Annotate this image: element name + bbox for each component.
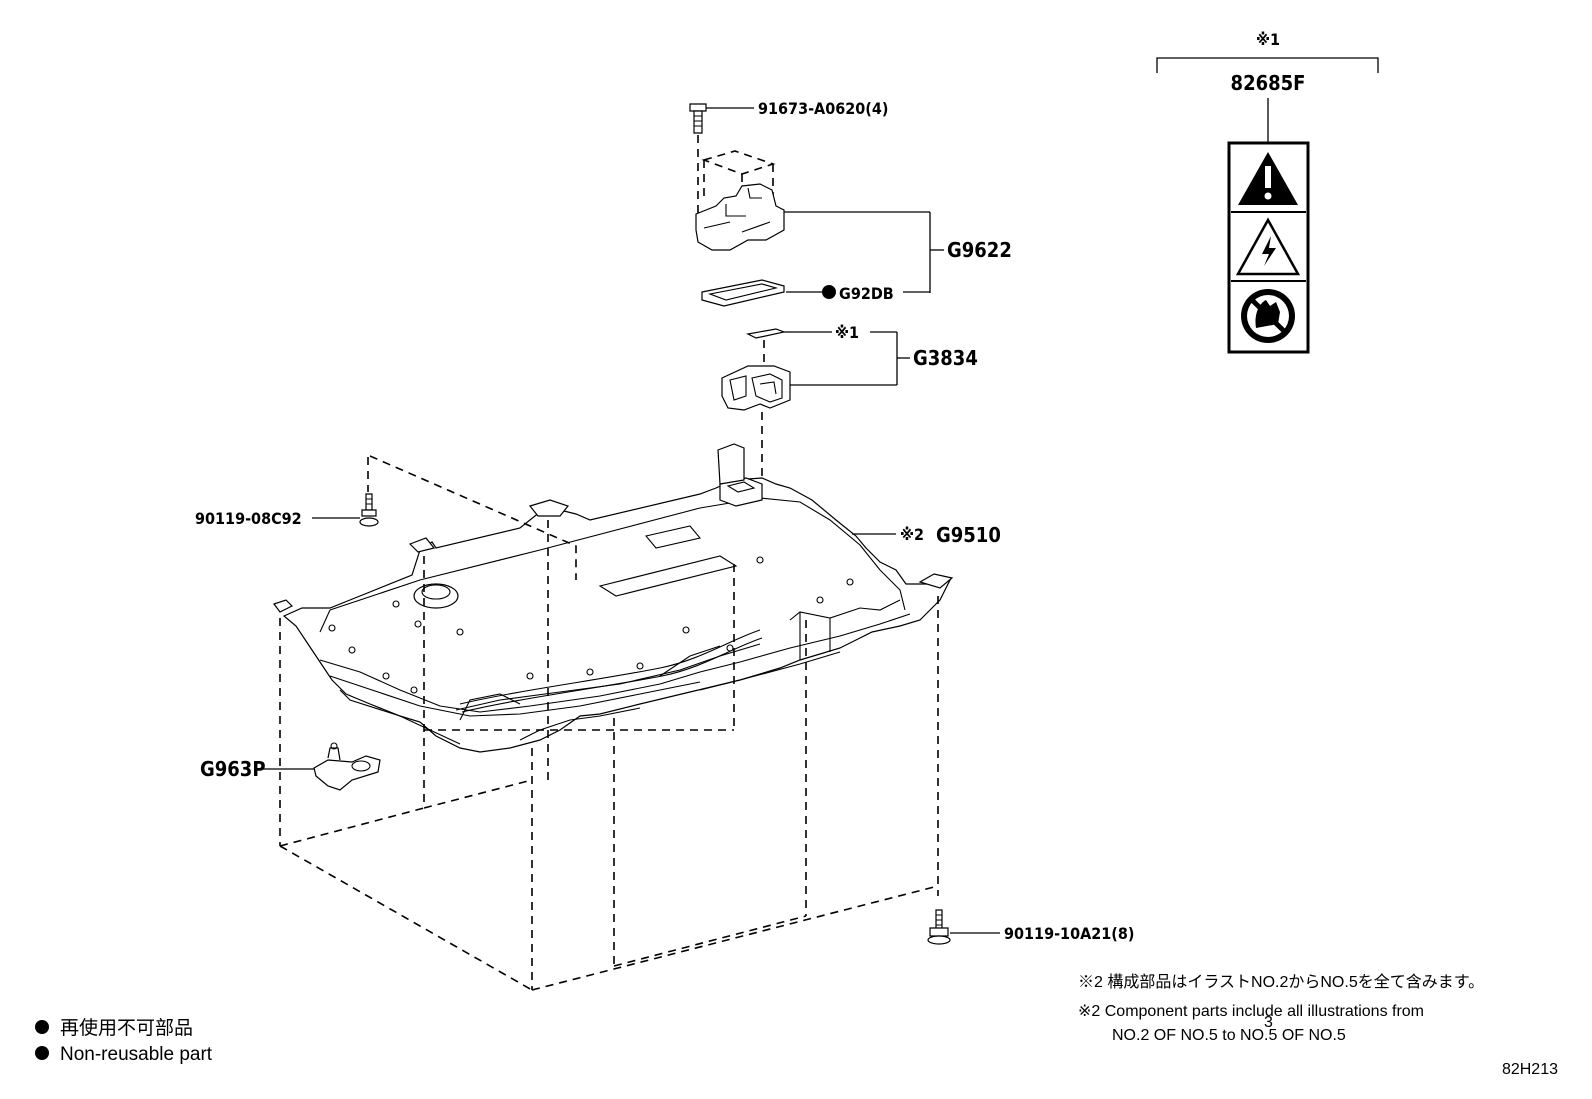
sensor-part[interactable] bbox=[313, 742, 381, 791]
warning-icon bbox=[1238, 152, 1298, 205]
note-english-line1: ※2 Component parts include all illustrat… bbox=[1078, 1003, 1424, 1020]
bottom-bolt-icon bbox=[927, 909, 951, 945]
installation-guides bbox=[279, 520, 939, 991]
gasket-part-number[interactable]: G92DB bbox=[839, 284, 894, 303]
illustration-id: 82H213 bbox=[1502, 1061, 1558, 1078]
block-part-number[interactable]: G3834 bbox=[913, 346, 978, 370]
bottom-bolt-part-number[interactable]: 90119-10A21(8) bbox=[1004, 924, 1134, 943]
small-label-ref: ※1 bbox=[835, 323, 859, 342]
top-bolt-part-number[interactable]: 91673-A0620(4) bbox=[758, 99, 888, 118]
do-not-touch-icon bbox=[1241, 289, 1295, 343]
cover-assembly: 91673-A0620(4) G9622 G92DB ※1 G3834 bbox=[689, 99, 1012, 500]
cover-part[interactable] bbox=[695, 183, 785, 251]
legend: 再使用不可部品 Non-reusable part bbox=[35, 1017, 213, 1065]
pack-part-number[interactable]: G9510 bbox=[936, 523, 1001, 547]
sensor-assembly: G963P bbox=[200, 742, 381, 791]
left-screw-icon bbox=[359, 493, 379, 527]
notes: ※2 構成部品はイラストNO.2からNO.5を全て含みます。 ※2 Compon… bbox=[1078, 973, 1484, 1044]
warning-label-group: ※1 82685F bbox=[1156, 30, 1379, 354]
label-ref-note: ※1 bbox=[1256, 30, 1280, 49]
left-screw-part-number[interactable]: 90119-08C92 bbox=[195, 509, 302, 528]
pack-ref-note: ※2 bbox=[900, 525, 924, 544]
non-reusable-dot-icon bbox=[822, 285, 836, 299]
top-bolt-icon bbox=[689, 103, 707, 134]
bottom-bolt-assembly: 90119-10A21(8) bbox=[927, 909, 1134, 945]
block-part[interactable] bbox=[721, 365, 791, 411]
gasket-part[interactable] bbox=[701, 279, 785, 307]
battery-pack[interactable]: ※2 G9510 bbox=[273, 443, 1001, 753]
sensor-part-number[interactable]: G963P bbox=[200, 757, 266, 781]
left-screw-assembly: 90119-08C92 bbox=[195, 455, 577, 580]
legend-japanese: 再使用不可部品 bbox=[60, 1017, 193, 1039]
high-voltage-icon bbox=[1235, 217, 1301, 276]
cover-part-number[interactable]: G9622 bbox=[947, 238, 1012, 262]
note-english-line2: NO.2 OF NO.5 to NO.5 OF NO.5 bbox=[1112, 1027, 1346, 1044]
page-mark: 3 bbox=[1264, 1014, 1273, 1031]
legend-english: Non-reusable part bbox=[60, 1044, 213, 1065]
note-japanese: ※2 構成部品はイラストNO.2からNO.5を全て含みます。 bbox=[1078, 973, 1484, 991]
label-part-number[interactable]: 82685F bbox=[1231, 71, 1306, 95]
legend-dot-icon bbox=[35, 1020, 49, 1034]
small-label-part[interactable] bbox=[746, 328, 787, 339]
legend-dot-icon bbox=[35, 1046, 49, 1060]
